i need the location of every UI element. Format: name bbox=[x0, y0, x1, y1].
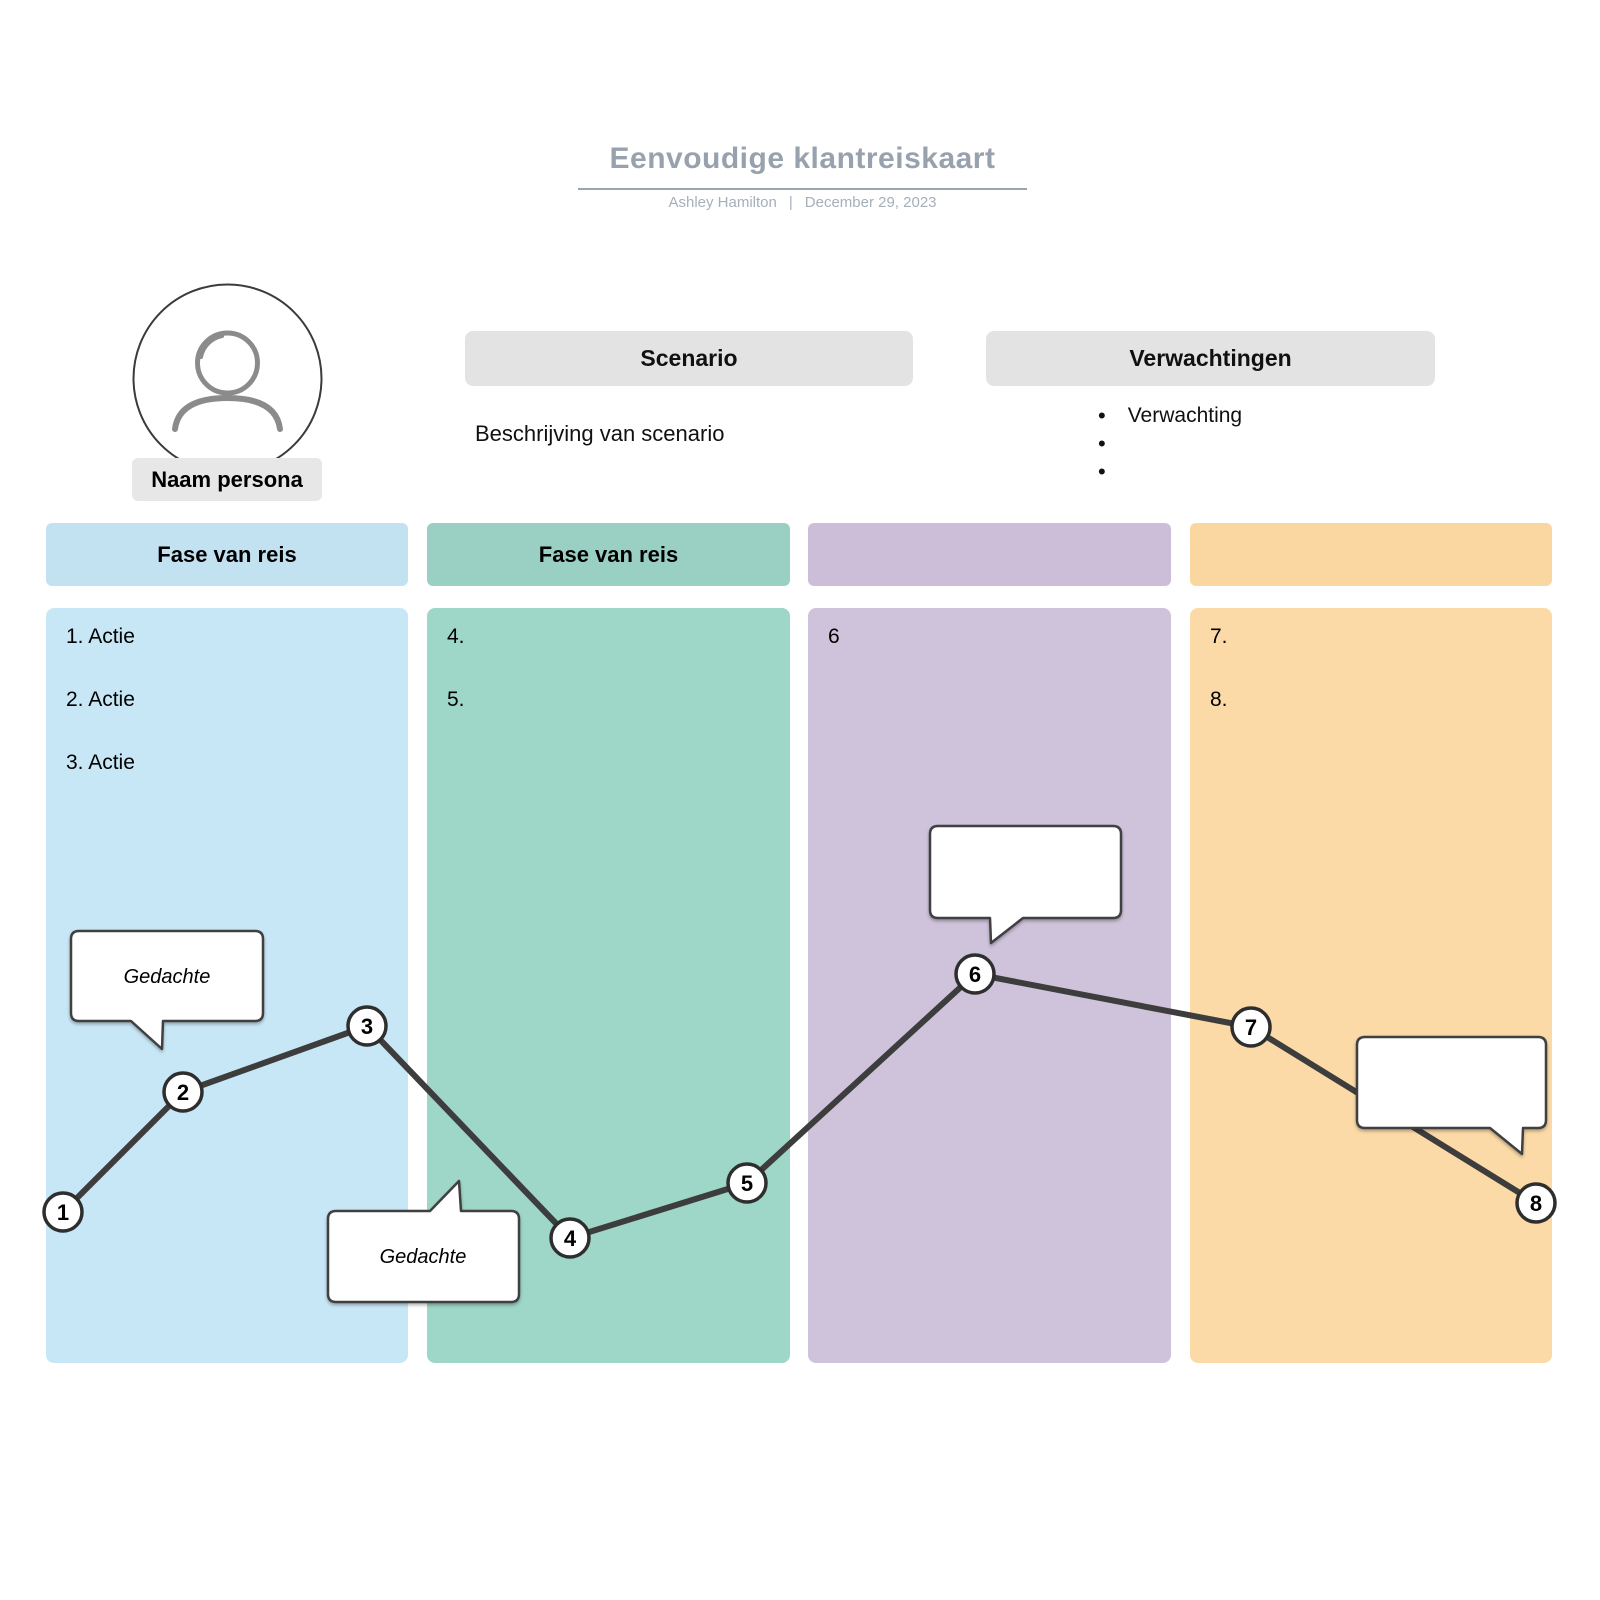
action-item[interactable]: 1. Actie bbox=[66, 625, 135, 648]
action-item[interactable]: 8. bbox=[1210, 688, 1228, 711]
journey-line[interactable] bbox=[60, 971, 1539, 1241]
action-item[interactable]: 4. bbox=[447, 625, 465, 648]
journey-point-6-label: 6 bbox=[969, 962, 981, 987]
byline-date: December 29, 2023 bbox=[804, 194, 937, 211]
journey-point-4[interactable]: 4 bbox=[549, 1217, 591, 1259]
journey-point-6[interactable]: 6 bbox=[954, 953, 996, 995]
expectations-header[interactable]: Verwachtingen bbox=[986, 331, 1435, 386]
byline-separator: | bbox=[788, 194, 793, 211]
action-item[interactable]: 2. Actie bbox=[66, 688, 135, 711]
journey-point-2[interactable]: 2 bbox=[162, 1071, 204, 1113]
scenario-header[interactable]: Scenario bbox=[465, 331, 913, 386]
journey-point-8-label: 8 bbox=[1530, 1191, 1542, 1216]
action-item[interactable]: 7. bbox=[1210, 625, 1228, 648]
thought-bubble-1-text: Gedachte bbox=[124, 966, 211, 988]
byline[interactable]: Ashley Hamilton | December 29, 2023 bbox=[578, 194, 1027, 211]
title-block[interactable]: Eenvoudige klantreiskaart bbox=[578, 142, 1027, 190]
journey-point-5[interactable]: 5 bbox=[726, 1162, 768, 1204]
bullet-icon: • bbox=[1098, 459, 1106, 484]
action-item[interactable]: 5. bbox=[447, 688, 465, 711]
expectations-list[interactable]: • Verwachting • • bbox=[1098, 402, 1242, 486]
persona-avatar[interactable] bbox=[130, 281, 325, 476]
phase-header-1[interactable]: Fase van reis bbox=[46, 523, 408, 586]
phase-header-4[interactable] bbox=[1190, 523, 1552, 586]
thought-bubble-1[interactable]: Gedachte bbox=[69, 929, 265, 1051]
phase-header-1-label: Fase van reis bbox=[157, 541, 297, 567]
journey-point-1[interactable]: 1 bbox=[42, 1191, 84, 1233]
action-item[interactable]: 6 bbox=[828, 625, 840, 648]
journey-point-3[interactable]: 3 bbox=[346, 1005, 388, 1047]
expectations-title: Verwachtingen bbox=[1129, 345, 1292, 371]
bullet-icon: • bbox=[1098, 403, 1106, 428]
bullet-icon: • bbox=[1098, 431, 1106, 456]
phase-body-4[interactable]: 7. 8. bbox=[1190, 608, 1552, 1363]
expectation-text: Verwachting bbox=[1127, 404, 1243, 427]
byline-author: Ashley Hamilton bbox=[668, 194, 777, 211]
phase-header-2[interactable]: Fase van reis bbox=[427, 523, 790, 586]
journey-point-5-label: 5 bbox=[741, 1171, 753, 1196]
person-icon bbox=[172, 330, 283, 432]
thought-bubble-2[interactable]: Gedachte bbox=[326, 1179, 521, 1304]
action-item[interactable]: 3. Actie bbox=[66, 751, 135, 774]
journey-point-2-label: 2 bbox=[177, 1080, 189, 1105]
expectation-item: • bbox=[1098, 458, 1242, 486]
persona-name-label[interactable]: Naam persona bbox=[132, 458, 322, 501]
page-title[interactable]: Eenvoudige klantreiskaart bbox=[609, 142, 996, 175]
phase-header-2-label: Fase van reis bbox=[538, 541, 679, 567]
journey-point-7-label: 7 bbox=[1245, 1015, 1257, 1040]
persona-name: Naam persona bbox=[151, 466, 303, 492]
journey-point-3-label: 3 bbox=[361, 1014, 373, 1039]
expectation-item: • bbox=[1098, 430, 1242, 458]
thought-bubble-2-text: Gedachte bbox=[380, 1246, 467, 1268]
journey-point-7[interactable]: 7 bbox=[1230, 1006, 1272, 1048]
journey-point-4-label: 4 bbox=[564, 1226, 577, 1251]
journey-point-8[interactable]: 8 bbox=[1515, 1182, 1557, 1224]
expectation-item: • Verwachting bbox=[1098, 402, 1242, 430]
scenario-title: Scenario bbox=[640, 345, 738, 371]
phase-header-3[interactable] bbox=[808, 523, 1171, 586]
scenario-description[interactable]: Beschrijving van scenario bbox=[475, 421, 725, 446]
thought-bubble-3[interactable] bbox=[928, 824, 1123, 945]
journey-point-1-label: 1 bbox=[57, 1200, 69, 1225]
thought-bubble-4[interactable] bbox=[1355, 1035, 1548, 1156]
